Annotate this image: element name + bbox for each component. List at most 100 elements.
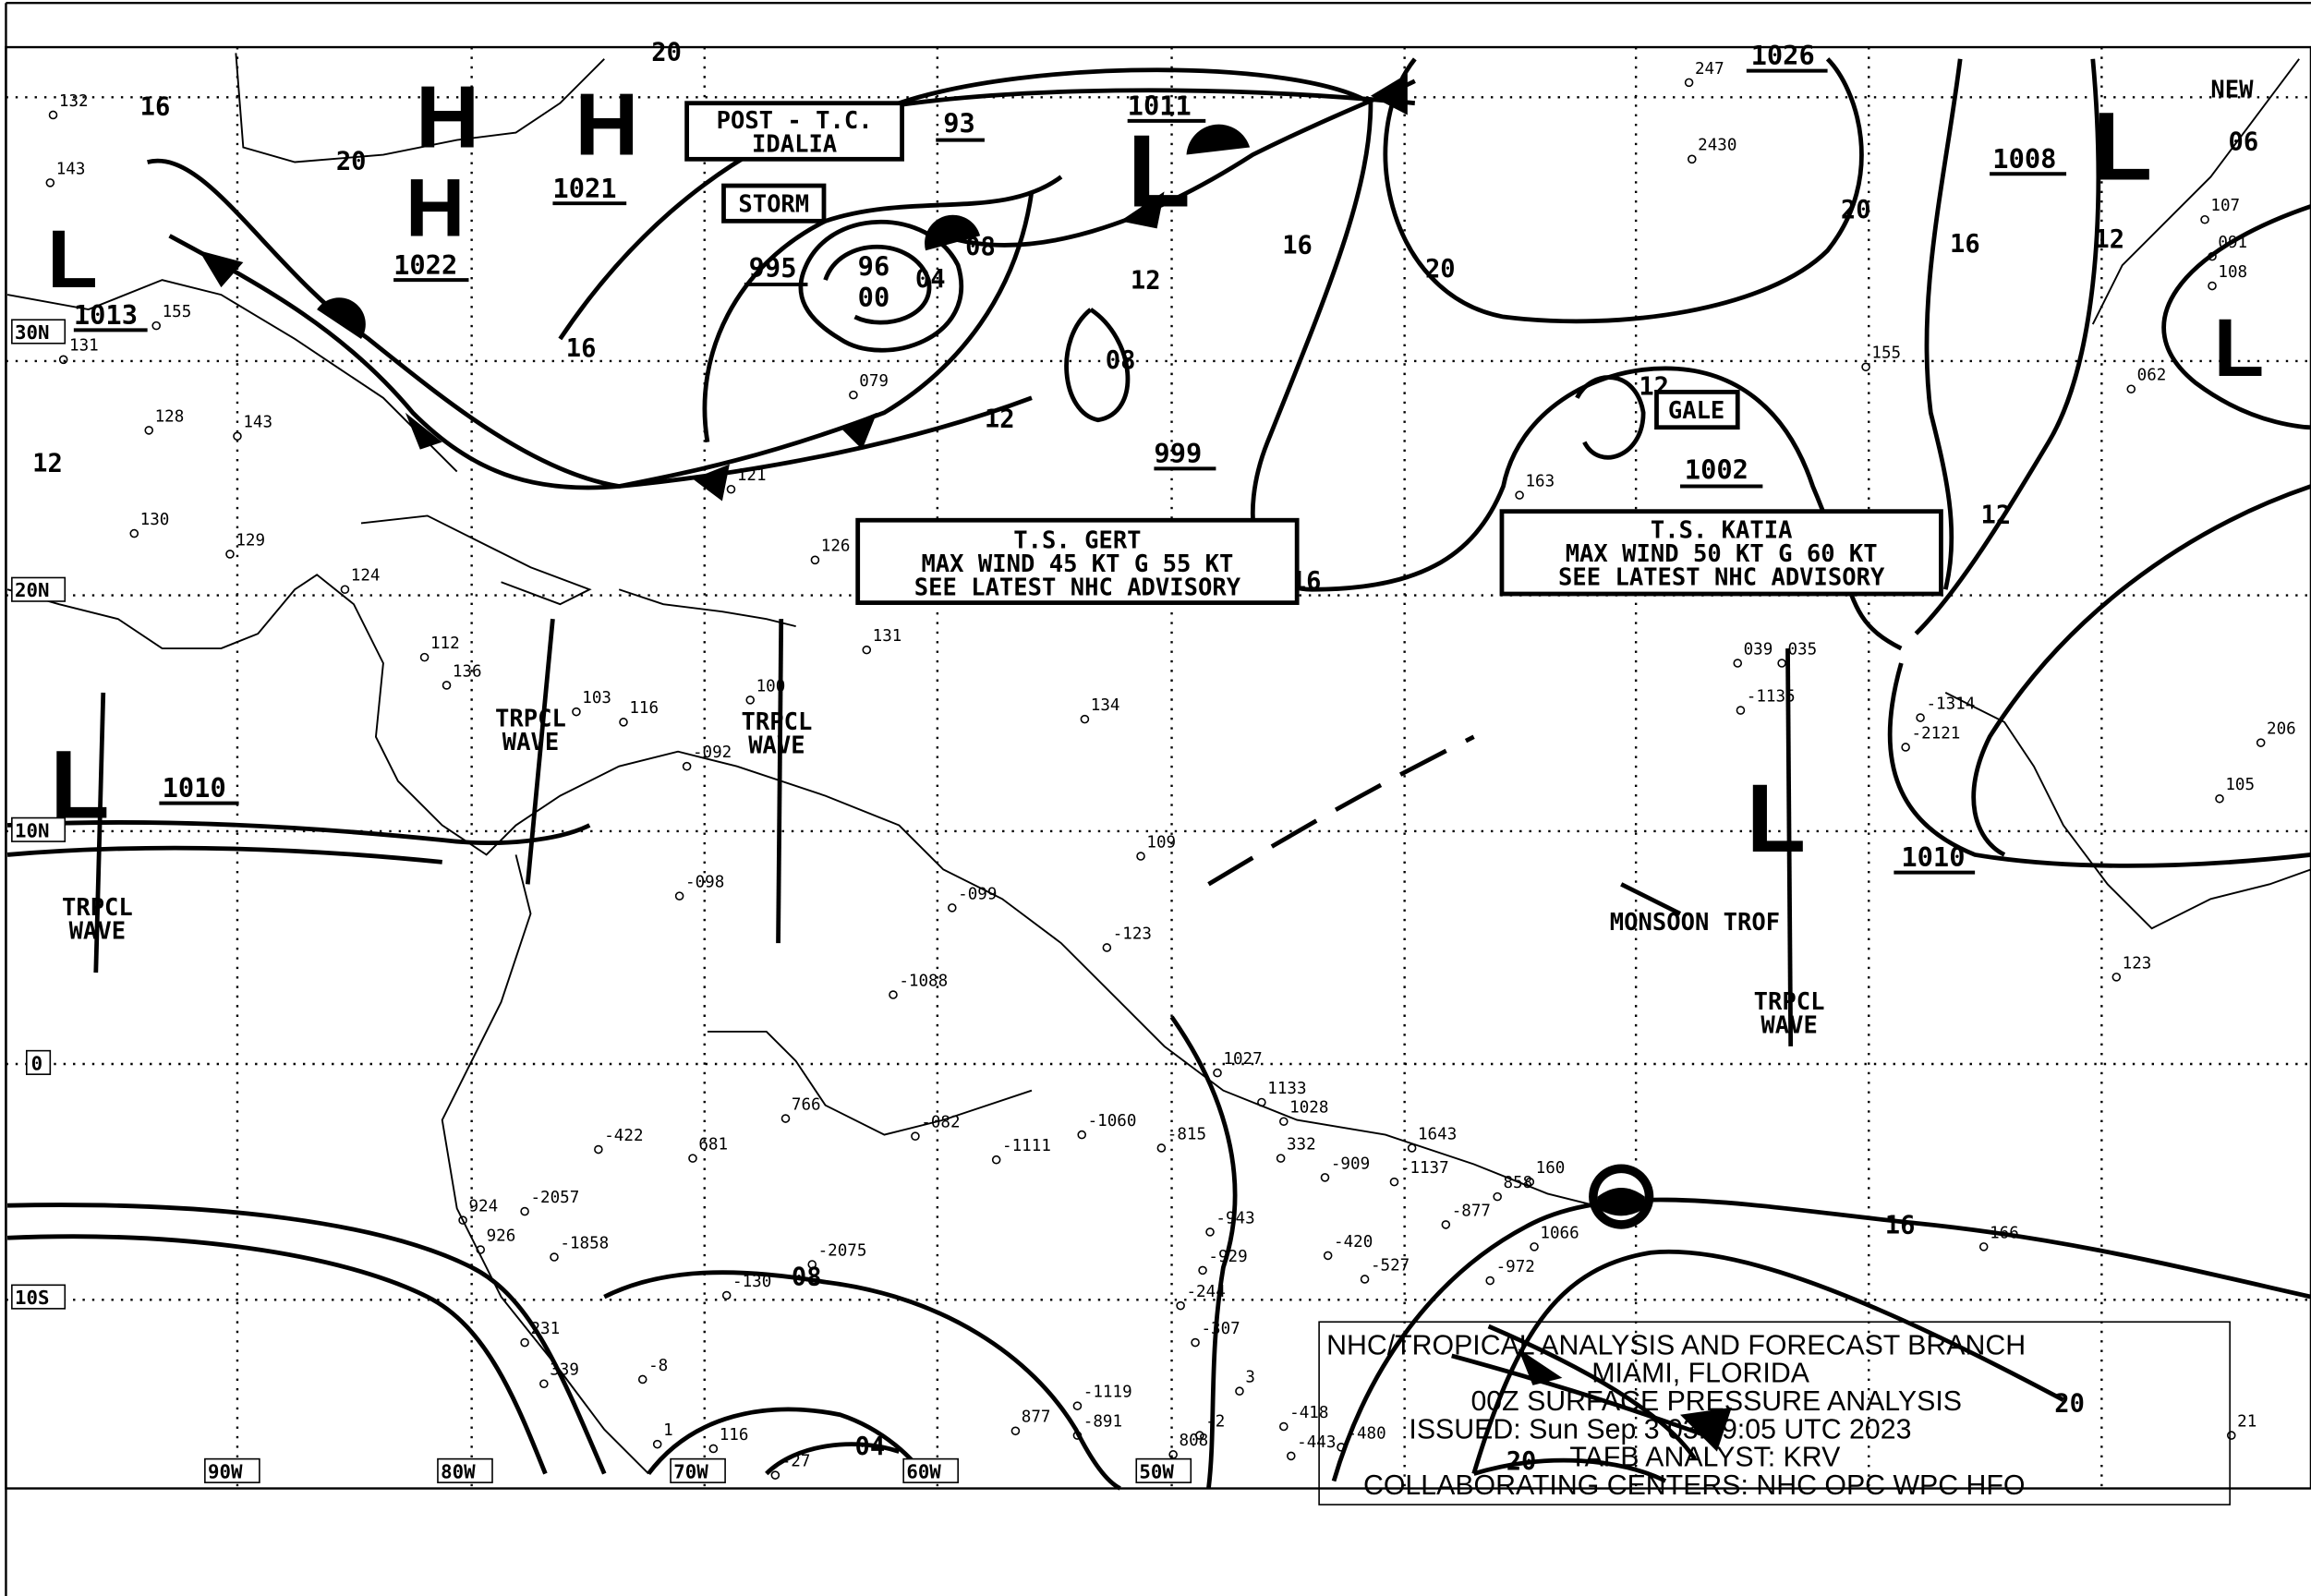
lon-label: 60W <box>906 1460 941 1482</box>
station-marker <box>539 1379 549 1389</box>
station-value: -244 <box>1187 1283 1226 1301</box>
high-center: H <box>416 68 479 167</box>
station-value: -1858 <box>560 1234 609 1252</box>
katia-label: MAX WIND 50 KT G 60 KT <box>1566 540 1878 568</box>
station-marker <box>862 645 872 655</box>
station-value: 091 <box>2218 234 2247 252</box>
station-marker <box>1010 1426 1021 1436</box>
station-value: 155 <box>163 303 192 321</box>
station-marker <box>520 1206 529 1216</box>
station-value: 155 <box>1871 345 1901 363</box>
station-value: 035 <box>1787 640 1817 659</box>
pressure-value: 1022 <box>393 249 457 281</box>
low-center: L <box>1128 113 1191 228</box>
product-info-box: NHC/TROPICAL ANALYSIS AND FORECAST BRANC… <box>1318 1321 2231 1505</box>
station-marker <box>2208 281 2217 291</box>
station-marker <box>2200 214 2209 224</box>
station-marker <box>1279 1421 1289 1432</box>
station-marker <box>1205 1227 1215 1237</box>
station-value: 877 <box>1022 1409 1051 1427</box>
station-marker <box>1323 1251 1333 1261</box>
station-marker <box>572 707 581 717</box>
high-center: H <box>405 161 466 253</box>
station-value: 131 <box>873 627 902 646</box>
station-value: 163 <box>1525 473 1555 491</box>
station-marker <box>48 110 58 120</box>
station-marker <box>1077 1130 1087 1140</box>
station-value: 1027 <box>1223 1050 1262 1069</box>
station-marker <box>129 528 139 538</box>
station-marker <box>1978 1242 1989 1251</box>
station-value: 103 <box>582 689 611 707</box>
station-value: -099 <box>958 885 997 903</box>
pressure-value: 999 <box>1154 438 1202 469</box>
station-value: 2430 <box>1698 137 1736 155</box>
station-value: 160 <box>1536 1159 1566 1178</box>
station-value: -130 <box>732 1273 771 1291</box>
low-center: L <box>2093 93 2152 201</box>
station-value: -422 <box>604 1127 643 1145</box>
station-value: 766 <box>792 1095 821 1114</box>
isobar-label: 16 <box>1950 230 1980 259</box>
station-value: -1119 <box>1083 1384 1132 1402</box>
feature-labels: TRPCL WAVE TRPCL WAVE TRPCL WAVE TRPCL W… <box>62 76 2254 1039</box>
storm-label: STORM <box>738 191 809 219</box>
station-marker <box>745 695 756 705</box>
station-value: -307 <box>1201 1320 1240 1338</box>
station-marker <box>1861 362 1870 372</box>
station-value: 924 <box>468 1198 498 1216</box>
station-value: -891 <box>1083 1413 1122 1432</box>
station-value: 116 <box>720 1426 749 1445</box>
station-marker <box>1493 1191 1502 1202</box>
station-marker <box>2215 794 2224 804</box>
station-marker <box>1530 1242 1539 1251</box>
station-marker <box>1684 78 1694 88</box>
isobar-label: 16 <box>140 92 171 121</box>
station-value: 105 <box>2225 776 2255 794</box>
lat-label: 10N <box>15 819 49 841</box>
station-marker <box>637 1374 647 1384</box>
monsoon-trough-label: MONSOON TROF <box>1610 909 1780 937</box>
station-marker <box>2256 738 2266 747</box>
low-center: L <box>1747 765 1806 873</box>
idalia-box: POST - T.C. IDALIA <box>684 101 904 162</box>
lon-label: 70W <box>673 1460 708 1482</box>
station-value: 131 <box>69 337 99 356</box>
station-marker <box>1176 1300 1185 1311</box>
tropical-wave-label: TRPCL <box>1754 988 1825 1016</box>
station-marker <box>144 426 154 435</box>
gert-advisory-box: T.S. GERT MAX WIND 45 KT G 55 KT SEE LAT… <box>855 517 1300 605</box>
station-marker <box>45 178 55 187</box>
station-value: -815 <box>1168 1125 1206 1143</box>
station-value: 079 <box>859 372 889 391</box>
station-value: 3 <box>1245 1369 1255 1387</box>
station-value: -527 <box>1371 1256 1410 1275</box>
station-marker <box>1257 1097 1266 1107</box>
isobar-label: 16 <box>1885 1211 1916 1239</box>
idalia-label: POST - T.C. <box>717 107 873 135</box>
station-marker <box>2208 251 2217 261</box>
latitude-labels: 30N 20N 10N 0 10S <box>11 319 67 1310</box>
station-marker <box>1916 713 1925 722</box>
gale-box: GALE <box>1654 390 1740 430</box>
station-marker <box>1287 1451 1296 1461</box>
station-value: 1 <box>663 1421 673 1440</box>
station-marker <box>1198 1265 1207 1276</box>
lat-lon-grid <box>6 47 2311 1489</box>
gert-label: T.S. GERT <box>1013 527 1141 555</box>
station-value: 121 <box>737 466 767 485</box>
isobar-label: 12 <box>1131 267 1161 296</box>
isobar-label: 20 <box>336 147 367 175</box>
high-center: H <box>575 76 638 175</box>
station-marker <box>58 355 68 365</box>
isobar-label: 04 <box>915 265 946 294</box>
station-marker <box>682 761 692 771</box>
noaa-logo <box>1589 1164 1654 1229</box>
station-marker <box>476 1245 486 1254</box>
station-value: -1314 <box>1926 695 1975 713</box>
pressure-value: 1021 <box>552 173 616 204</box>
isobar-label: 20 <box>1425 255 1456 284</box>
station-value: -909 <box>1331 1155 1370 1173</box>
station-value: -2057 <box>530 1189 579 1207</box>
